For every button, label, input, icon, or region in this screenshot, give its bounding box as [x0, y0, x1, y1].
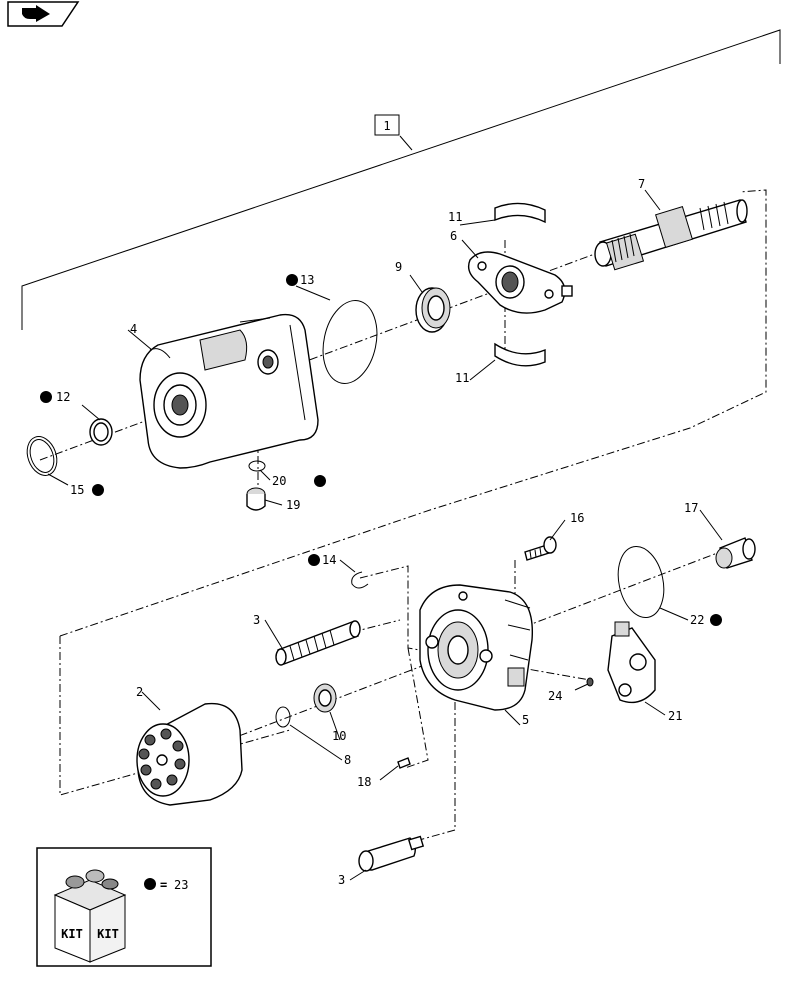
piston-plug[interactable]	[358, 835, 425, 872]
kit-bullet-22	[710, 614, 722, 626]
callout-12: 12	[56, 390, 70, 404]
kit-bullet-15	[92, 484, 104, 496]
kit-bullet-12	[40, 391, 52, 403]
callout-5: 5	[522, 713, 529, 727]
callout-20: 20	[272, 474, 286, 488]
small-pin[interactable]	[586, 677, 594, 687]
callout-19: 19	[286, 498, 300, 512]
snap-ring[interactable]	[22, 432, 62, 479]
bearing-flange[interactable]	[467, 251, 573, 314]
kit-bullet-legend	[144, 878, 156, 890]
kit-word-right: KIT	[97, 927, 119, 941]
leader-lines	[47, 189, 723, 881]
axis-pin	[404, 647, 429, 769]
kit-equals: =	[160, 878, 167, 892]
o-ring-cover[interactable]	[612, 542, 670, 622]
dash-boundary-lower	[59, 636, 291, 796]
bearing[interactable]	[415, 287, 451, 333]
needle-bearing[interactable]	[313, 683, 337, 713]
callout-4: 4	[130, 322, 137, 336]
kit-legend-box: KIT KIT = 23	[36, 847, 212, 967]
callout-2: 2	[136, 685, 143, 699]
kit-bullet-20	[314, 475, 326, 487]
shaft-seal[interactable]	[89, 418, 113, 446]
callout-22: 22	[690, 613, 704, 627]
kit-word-left: KIT	[61, 927, 83, 941]
pump-housing[interactable]	[139, 313, 319, 469]
dash-boundary-upper	[59, 189, 767, 637]
callout-3-lower: 3	[338, 873, 345, 887]
callout-18: 18	[357, 775, 371, 789]
kit-box-icon: KIT KIT	[53, 869, 127, 963]
callout-6: 6	[450, 229, 457, 243]
assembly-label: 1	[383, 119, 390, 133]
end-cover[interactable]	[419, 584, 534, 711]
callout-10: 10	[332, 729, 346, 743]
bushing[interactable]	[715, 537, 756, 569]
thrust-washer[interactable]	[275, 706, 291, 728]
retaining-clip-top[interactable]	[494, 202, 546, 224]
kit-bullet-14	[308, 554, 320, 566]
kit-bullet-13	[286, 274, 298, 286]
drive-shaft[interactable]	[594, 199, 748, 271]
assembly-label-box	[374, 114, 400, 136]
drain-plug[interactable]	[246, 487, 266, 511]
callout-11-bottom: 11	[455, 371, 469, 385]
callout-9: 9	[395, 260, 402, 274]
bolt[interactable]	[524, 536, 557, 561]
page-turn-icon[interactable]	[7, 1, 80, 27]
callout-8: 8	[344, 753, 351, 767]
callout-14: 14	[322, 553, 336, 567]
callout-7: 7	[638, 177, 645, 191]
callout-15: 15	[70, 483, 84, 497]
callout-24: 24	[548, 689, 562, 703]
retaining-ring-small[interactable]	[351, 571, 369, 589]
kit-number: 23	[174, 878, 188, 892]
assembly-leader	[399, 135, 413, 151]
callout-21: 21	[668, 709, 682, 723]
callout-16: 16	[570, 511, 584, 525]
callout-17: 17	[684, 501, 698, 515]
dowel-pin[interactable]	[397, 757, 411, 769]
axis-plug	[411, 670, 456, 843]
callout-13: 13	[300, 273, 314, 287]
o-ring-large[interactable]	[316, 296, 384, 389]
o-ring-small[interactable]	[248, 460, 266, 472]
assembly-bracket	[21, 29, 781, 330]
callout-11-top: 11	[448, 210, 462, 224]
relief-valve[interactable]	[607, 621, 656, 704]
retaining-clip-bottom[interactable]	[494, 342, 546, 367]
control-spool[interactable]	[275, 620, 361, 666]
cylinder-block[interactable]	[136, 702, 243, 806]
callout-3-upper: 3	[253, 613, 260, 627]
